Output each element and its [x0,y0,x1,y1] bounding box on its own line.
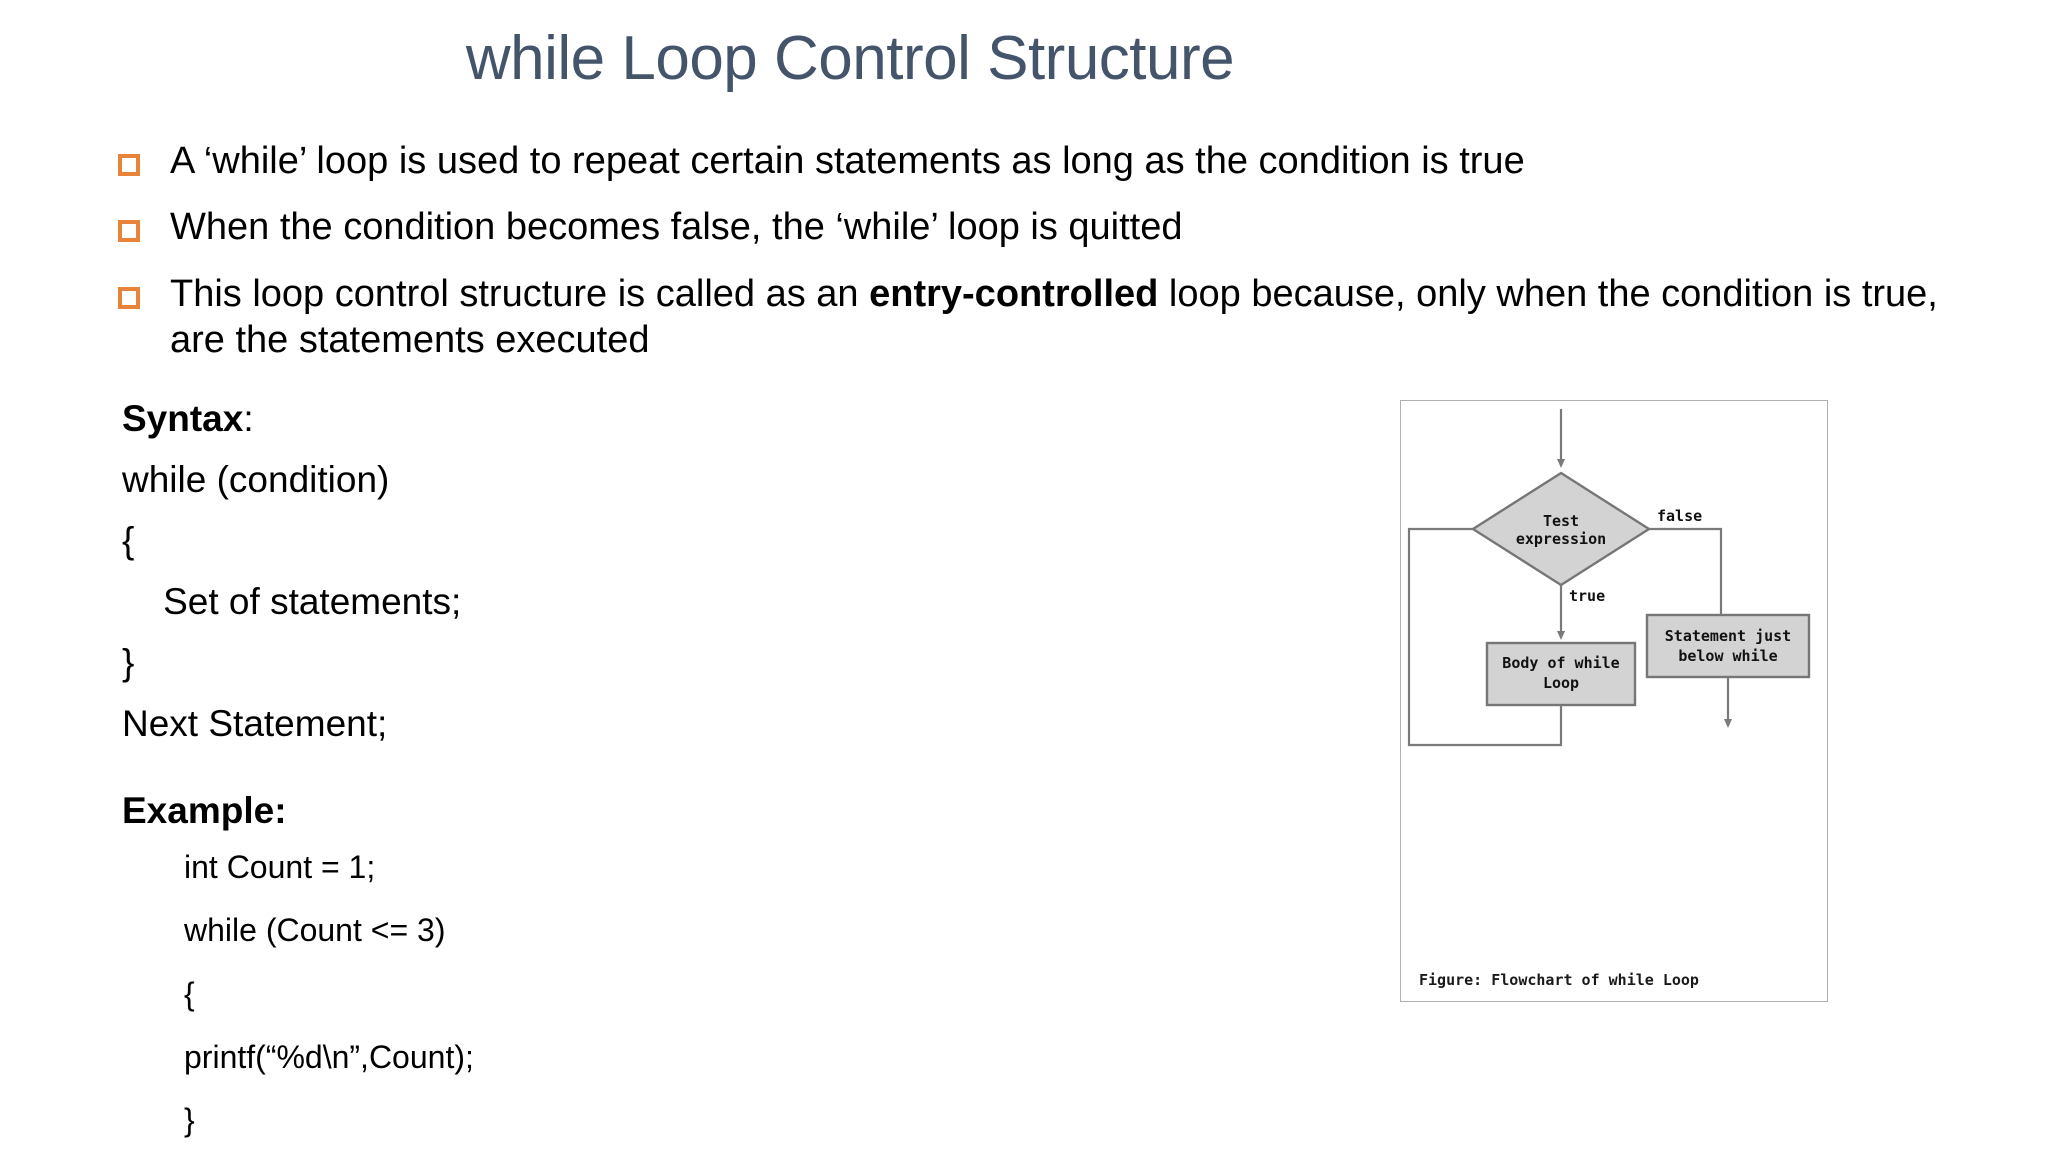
page-title: while Loop Control Structure [465,24,1235,93]
square-outline-icon [118,220,140,243]
example-line: { [184,975,195,1012]
flowchart-figure: Test expression false true Body of while… [1400,400,1828,1002]
body-node-label-line2: Loop [1543,674,1579,692]
syntax-heading-colon: : [243,398,254,439]
syntax-line: { [122,520,135,562]
example-heading: Example: [122,790,287,831]
example-block: Example: int Count = 1; while (Count <= … [122,785,1022,1162]
after-node-shape [1645,613,1811,679]
syntax-line: } [122,642,135,684]
flowchart-diagram: Test expression false true Body of while… [1407,409,1811,747]
loop-back-line [1407,527,1563,747]
list-item: A ‘while’ loop is used to repeat certain… [118,138,1978,184]
after-node-label-line1: Statement just [1665,627,1791,645]
syntax-line: while (condition) [122,459,390,501]
square-outline-icon [118,154,140,176]
figure-caption: Figure: Flowchart of while Loop [1419,971,1699,989]
bullet-text-before-bold: This loop control structure is called as… [170,272,870,315]
bullet-text: A ‘while’ loop is used to repeat certain… [170,140,1525,182]
after-node-label-line2: below while [1678,647,1777,665]
false-branch-line [1649,527,1723,615]
list-item: When the condition becomes false, the ‘w… [118,204,1978,250]
syntax-heading: Syntax: [122,393,1022,444]
body-node-shape [1485,641,1637,707]
syntax-line: Set of statements; [122,581,462,623]
example-line: while (Count <= 3) [184,912,446,949]
syntax-line: Next Statement; [122,703,388,745]
example-line: int Count = 1; [184,849,376,886]
list-item: This loop control structure is called as… [118,271,1978,364]
square-outline-icon [118,286,140,309]
true-edge-label: true [1569,587,1605,605]
decision-node-label-line2: expression [1516,530,1606,548]
syntax-block: Syntax: while (condition) { Set of state… [122,393,1022,759]
bullet-text: This loop control structure is called as… [170,271,1970,364]
bullet-text-after-bold: loop because, only when the condition is… [170,272,1938,362]
decision-node-label-line1: Test [1543,512,1579,530]
syntax-heading-word: Syntax [122,398,244,439]
bullet-text-emphasis: entry-controlled [869,272,1159,315]
bullet-list: A ‘while’ loop is used to repeat certain… [118,138,1978,383]
example-line: } [184,1101,195,1138]
bullet-text: When the condition becomes false, the ‘w… [170,206,1183,249]
false-edge-label: false [1657,507,1702,525]
body-node-label-line1: Body of while [1502,654,1619,672]
example-line: printf(“%d\n”,Count); [184,1038,474,1075]
